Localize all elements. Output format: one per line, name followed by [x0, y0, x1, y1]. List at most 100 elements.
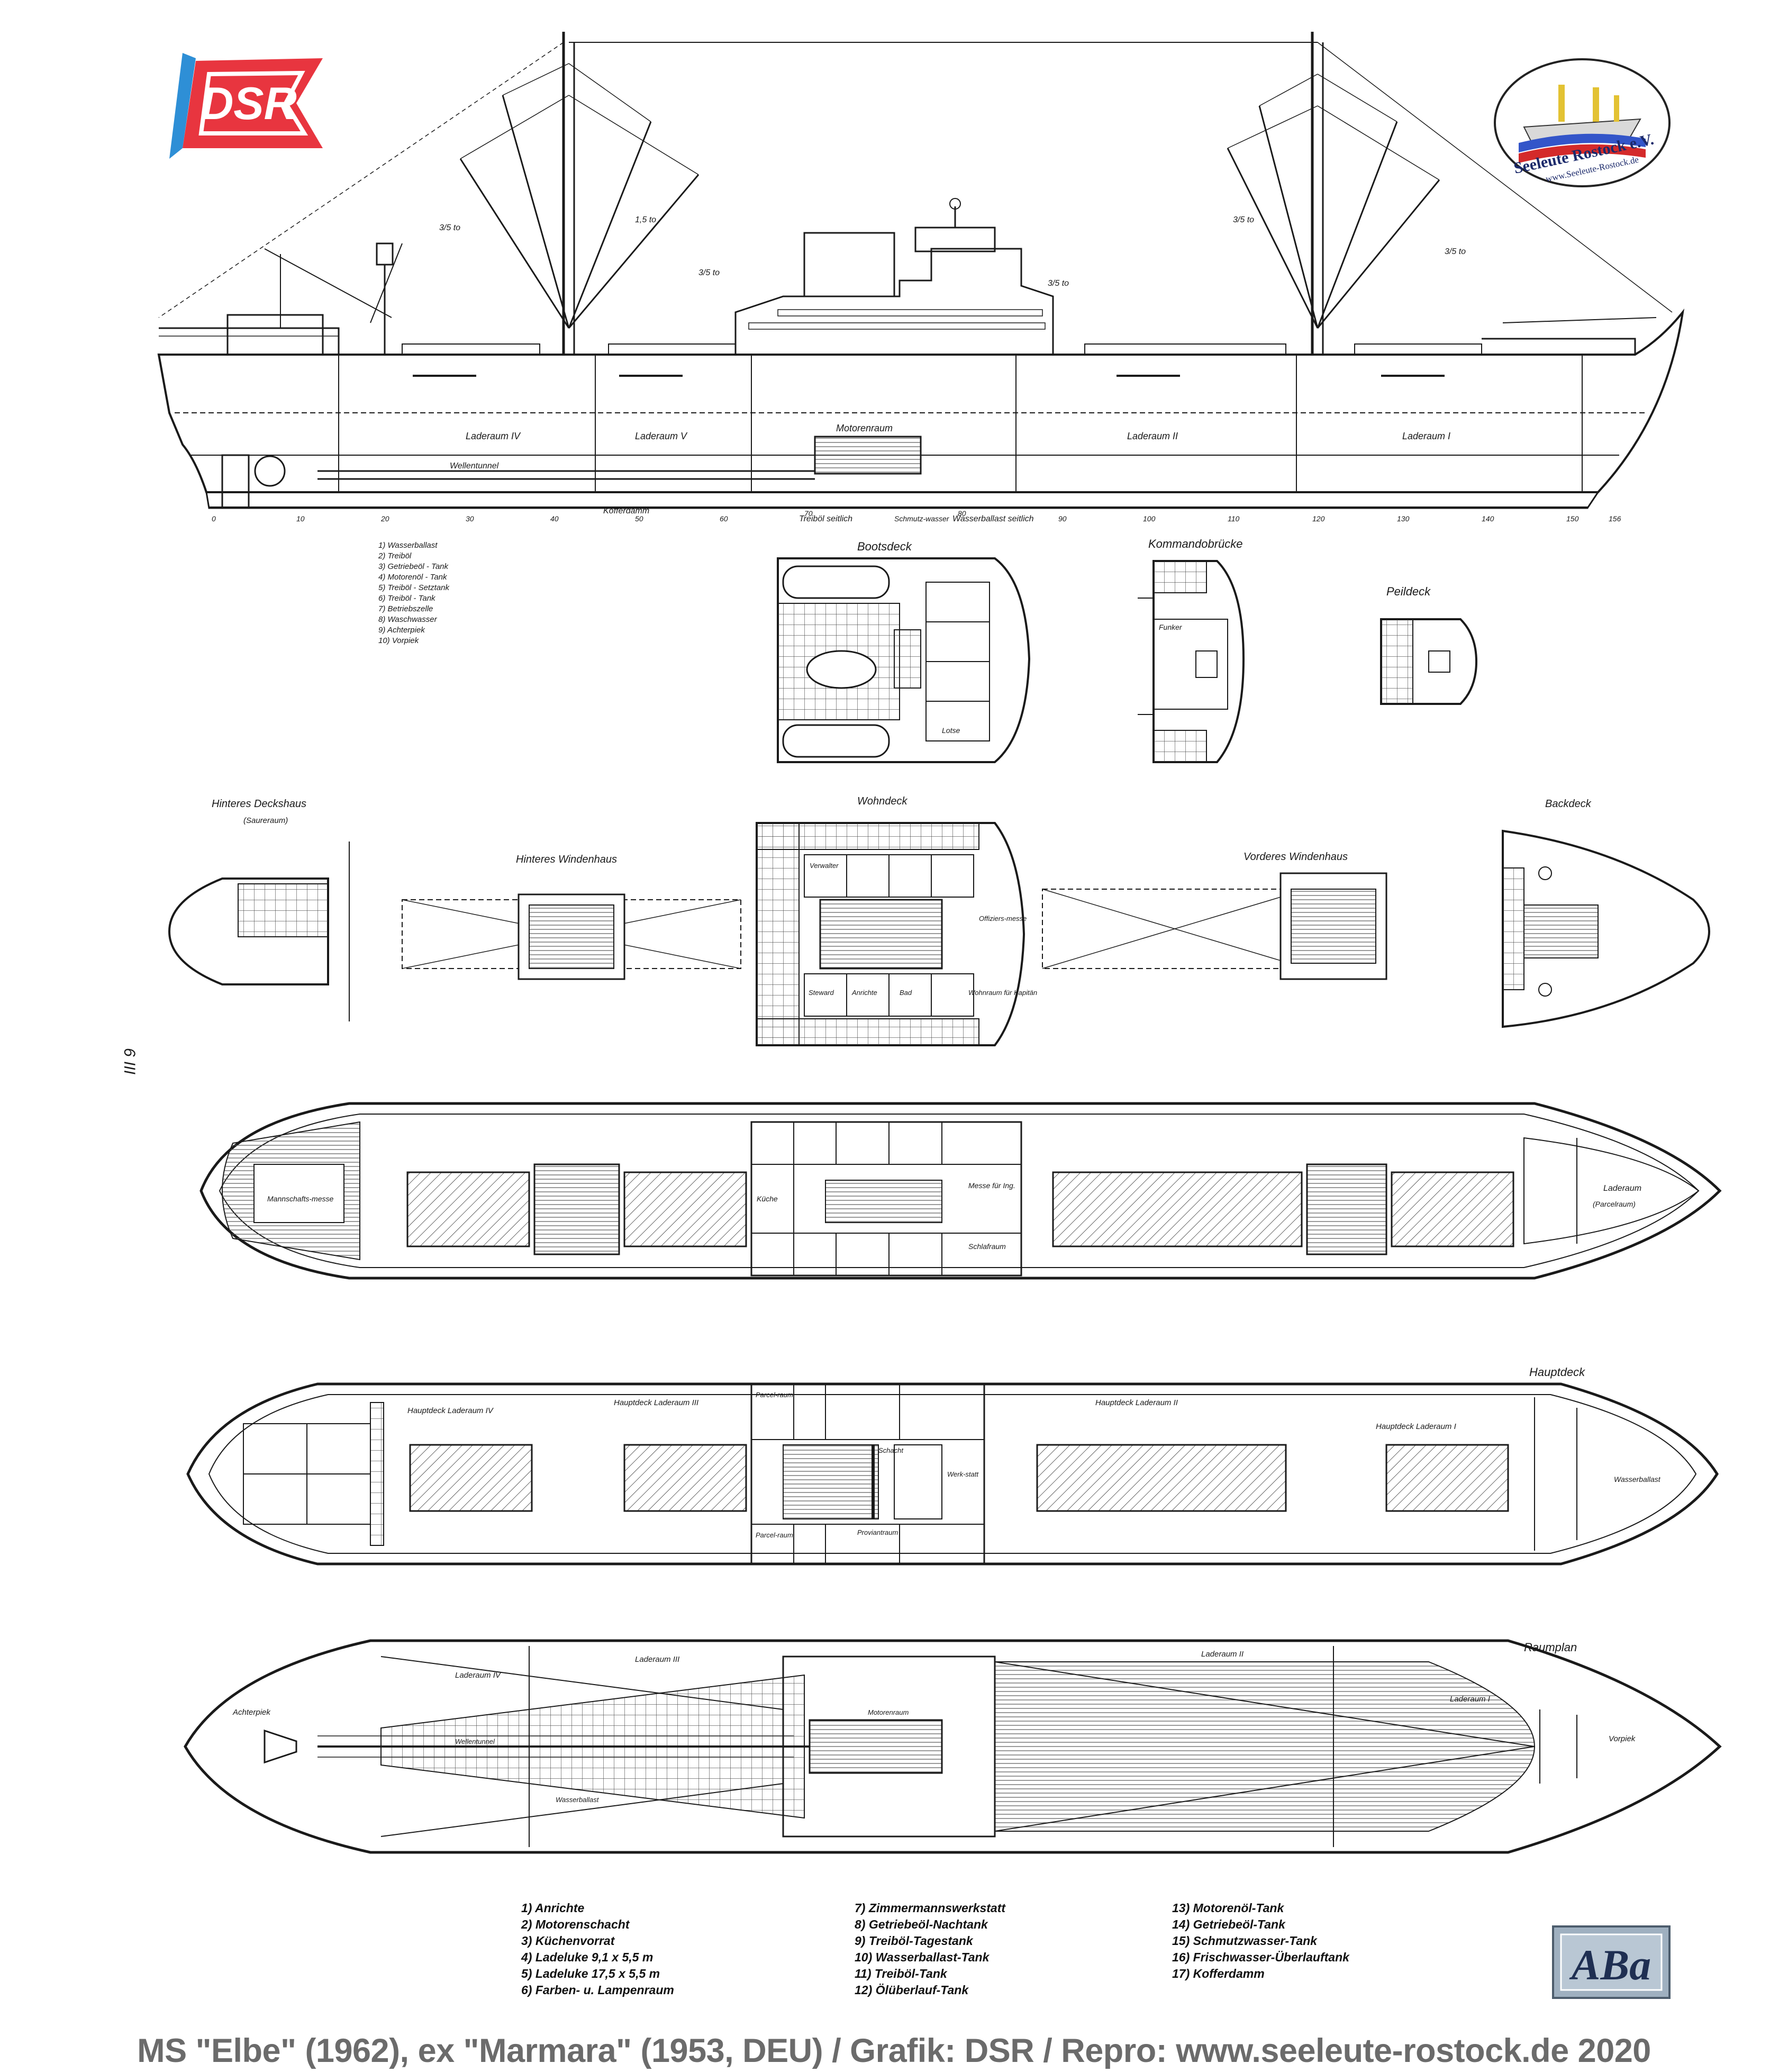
hull-outline	[157, 308, 1685, 493]
svg-text:9) Achterpiek: 9) Achterpiek	[378, 626, 425, 635]
label-laderaum-2: Laderaum II	[1127, 431, 1178, 441]
svg-text:14) Getriebeöl-Tank: 14) Getriebeöl-Tank	[1172, 1917, 1286, 1931]
svg-text:70: 70	[804, 509, 813, 518]
label-wohnraum-kapitaen: Wohnraum für Kapitän	[968, 989, 1037, 997]
side-mark: 6 III	[121, 1048, 138, 1074]
label-hinteres-windenhaus: Hinteres Windenhaus	[516, 854, 617, 865]
boom-capacity-5: 3/5 to	[1445, 247, 1466, 256]
wohndeck	[756, 822, 1025, 1046]
label-hinteres-deckshaus: Hinteres Deckshaus	[212, 798, 306, 810]
label-bootsdeck: Bootsdeck	[857, 540, 912, 553]
svg-text:2) Treiböl: 2) Treiböl	[378, 551, 412, 560]
svg-text:80: 80	[958, 509, 966, 518]
svg-text:156: 156	[1609, 514, 1621, 523]
funnel-casing	[806, 650, 877, 689]
label-laderaum-1: Laderaum I	[1402, 431, 1450, 441]
hauptdeck-hatch-2	[1036, 1444, 1287, 1512]
svg-text:6) Treiböl - Tank: 6) Treiböl - Tank	[378, 594, 436, 603]
svg-text:8) Getriebeöl-Nachtank: 8) Getriebeöl-Nachtank	[855, 1917, 988, 1931]
label-parcelraum: (Parcelraum)	[1593, 1200, 1636, 1208]
svg-text:4) Motorenöl - Tank: 4) Motorenöl - Tank	[378, 573, 448, 582]
label-messe-fuer-ing: Messe für Ing.	[968, 1181, 1015, 1190]
label-motorenraum: Motorenraum	[836, 423, 893, 433]
hauptdeck-hatch-1	[1385, 1444, 1509, 1512]
label-vorderes-windenhaus: Vorderes Windenhaus	[1244, 851, 1348, 863]
label-funker: Funker	[1159, 623, 1183, 631]
boom-capacity-3: 1,5 to	[635, 215, 656, 224]
label-schmutzwasser: Schmutz-wasser	[894, 514, 950, 523]
label-vorpiek: Vorpiek	[1609, 1734, 1636, 1743]
svg-text:40: 40	[550, 514, 559, 523]
hatch-1	[1391, 1171, 1514, 1247]
seeleute-rostock-logo: Seeleute Rostock e.V. www.Seeleute-Rosto…	[1494, 58, 1671, 187]
superstructure	[734, 248, 1054, 355]
svg-text:8) Waschwasser: 8) Waschwasser	[378, 615, 438, 624]
svg-text:7) Betriebszelle: 7) Betriebszelle	[378, 604, 433, 613]
aba-logo-text: ABa	[1569, 1941, 1651, 1989]
svg-text:150: 150	[1566, 514, 1579, 523]
upper-deck-outline	[199, 1102, 1722, 1280]
svg-text:3) Getriebeöl - Tank: 3) Getriebeöl - Tank	[378, 562, 449, 571]
label-wasserballast: Wasserballast	[1614, 1475, 1661, 1483]
side-elevation-labels: Laderaum IV Laderaum V Motorenraum Lader…	[212, 215, 1621, 523]
hatch-5	[623, 1171, 747, 1247]
label-raumplan-laderaum-3: Laderaum III	[635, 1655, 679, 1664]
svg-text:4) Ladeluke 9,1 x 5,5 m: 4) Ladeluke 9,1 x 5,5 m	[521, 1950, 653, 1964]
hinteres-deckshaus	[168, 877, 329, 985]
raumplan-propeller-icon	[264, 1729, 297, 1764]
svg-text:140: 140	[1482, 514, 1494, 523]
label-peildeck: Peildeck	[1386, 585, 1431, 598]
aba-logo: ABa	[1552, 1925, 1671, 1999]
svg-text:5) Ladeluke 17,5 x 5,5 m: 5) Ladeluke 17,5 x 5,5 m	[521, 1967, 660, 1980]
label-hauptdeck-laderaum-3: Hauptdeck Laderaum III	[614, 1398, 698, 1407]
label-kofferdamm: Kofferdamm	[603, 506, 649, 515]
svg-text:15) Schmutzwasser-Tank: 15) Schmutzwasser-Tank	[1172, 1934, 1318, 1948]
svg-text:50: 50	[635, 514, 643, 523]
side-elevation	[157, 32, 1685, 509]
label-laderaum-4: Laderaum IV	[466, 431, 521, 441]
label-lotse: Lotse	[942, 726, 960, 735]
bottom-legend: 1) Anrichte 2) Motorenschacht 3) Küchenv…	[521, 1901, 1350, 1997]
kommandobruecke-plan	[1138, 560, 1245, 763]
label-backdeck: Backdeck	[1545, 798, 1592, 810]
hatch-4	[406, 1171, 530, 1247]
label-werkstatt: Werk-statt	[947, 1470, 979, 1478]
label-hauptdeck-laderaum-2: Hauptdeck Laderaum II	[1095, 1398, 1178, 1407]
svg-text:7) Zimmermannswerkstatt: 7) Zimmermannswerkstatt	[855, 1901, 1006, 1915]
hatch-2	[1052, 1171, 1303, 1247]
label-raumplan-laderaum-4: Laderaum IV	[455, 1671, 502, 1680]
label-saureraum: (Saureraum)	[243, 816, 288, 825]
hauptdeck-plan	[186, 1382, 1719, 1566]
label-bad: Bad	[900, 989, 912, 997]
svg-text:100: 100	[1143, 514, 1156, 523]
label-parcel-raum-1: Parcel-raum	[756, 1391, 793, 1399]
frame-number-scale: 0 10 20 30 40 50 60 70 80 90 100 110 120…	[212, 509, 1621, 523]
label-wellentunnel: Wellentunnel	[450, 462, 499, 471]
svg-text:120: 120	[1312, 514, 1325, 523]
label-raumplan-motorenraum: Motorenraum	[868, 1708, 909, 1716]
wohndeck-row	[168, 822, 1710, 1046]
boom-capacity-6: 3/5 to	[1048, 279, 1069, 288]
svg-text:110: 110	[1228, 514, 1240, 523]
label-anrichte: Anrichte	[851, 989, 877, 997]
svg-text:130: 130	[1397, 514, 1410, 523]
svg-text:11) Treiböl-Tank: 11) Treiböl-Tank	[855, 1967, 948, 1980]
label-raumplan-wasserballast: Wasserballast	[556, 1796, 600, 1804]
lifeboat-starboard	[782, 724, 890, 758]
label-steward: Steward	[809, 989, 834, 997]
svg-text:10) Wasserballast-Tank: 10) Wasserballast-Tank	[855, 1950, 990, 1964]
hauptdeck-outline	[186, 1382, 1719, 1566]
peildeck-plan	[1380, 618, 1478, 705]
midship-accommodation	[750, 1121, 1022, 1277]
boom-capacity-1: 3/5 to	[439, 223, 460, 232]
label-kommandobruecke: Kommandobrücke	[1148, 537, 1243, 550]
raumplan	[184, 1639, 1722, 1854]
label-hauptdeck-laderaum-1: Hauptdeck Laderaum I	[1376, 1422, 1456, 1431]
label-raumplan-laderaum-2: Laderaum II	[1201, 1650, 1244, 1659]
svg-text:60: 60	[720, 514, 728, 523]
label-schlafraum: Schlafraum	[968, 1242, 1006, 1251]
propeller-icon	[254, 455, 286, 487]
svg-text:12) Ölüberlauf-Tank: 12) Ölüberlauf-Tank	[855, 1983, 969, 1997]
label-achterpiek: Achterpiek	[232, 1708, 271, 1717]
